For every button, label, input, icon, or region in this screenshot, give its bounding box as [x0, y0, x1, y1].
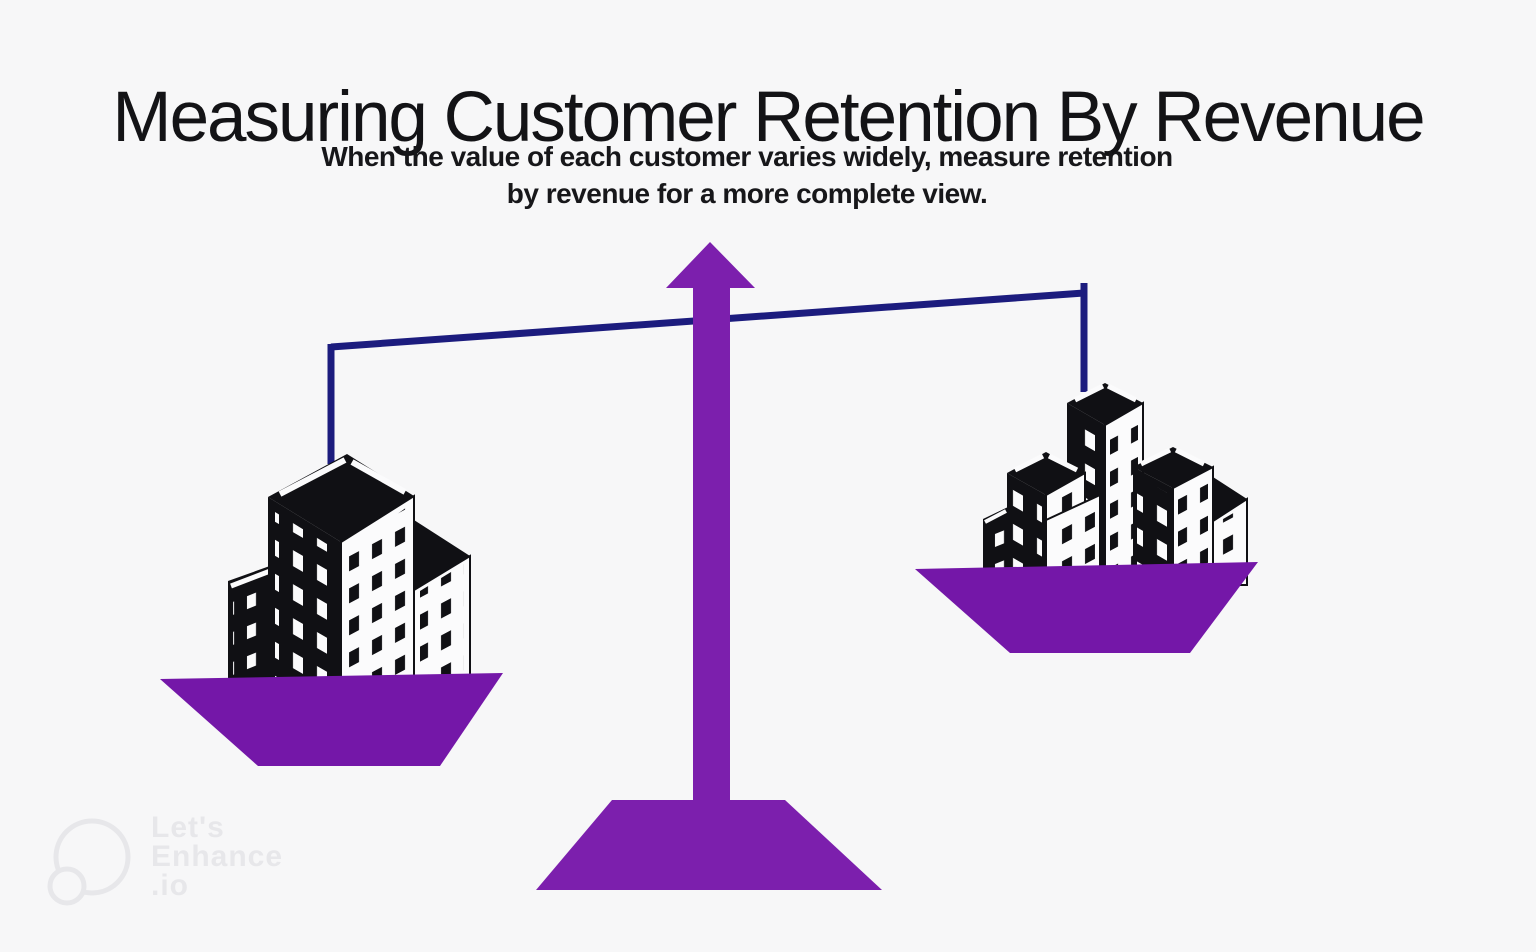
- lets-enhance-logo-icon: [47, 818, 131, 906]
- scale-column-arrow: [666, 242, 755, 812]
- subtitle-line-1: When the value of each customer varies w…: [321, 141, 1173, 172]
- arrow-up-icon: [666, 242, 755, 288]
- page-title: Measuring Customer Retention By Revenue: [112, 77, 1425, 157]
- watermark-line-1: Let's: [151, 811, 225, 844]
- watermark: Let's Enhance .io: [151, 811, 284, 902]
- scale-base: [536, 800, 882, 890]
- right-scale-pan: [915, 562, 1258, 653]
- left-scale-pan: [160, 673, 503, 766]
- left-building-cluster-icon: [228, 454, 471, 696]
- watermark-line-2: Enhance: [151, 840, 284, 873]
- page-subtitle: When the value of each customer varies w…: [0, 138, 1515, 212]
- watermark-line-3: .io: [151, 869, 189, 902]
- right-building-cluster-icon: [983, 383, 1248, 586]
- subtitle-line-2: by revenue for a more complete view.: [506, 178, 988, 209]
